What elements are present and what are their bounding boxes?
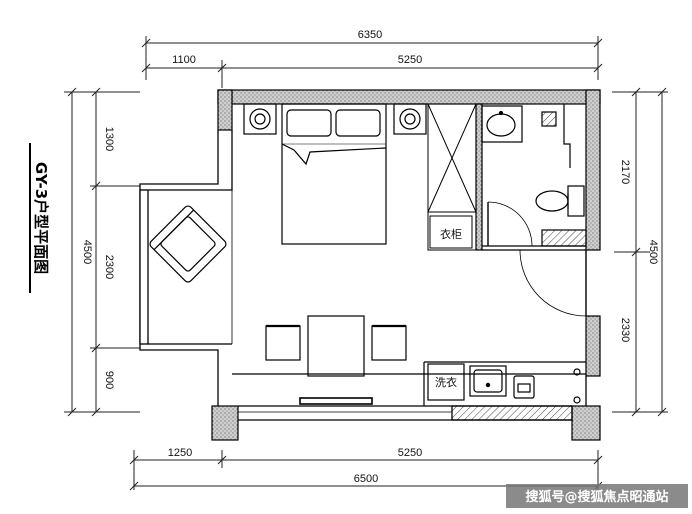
- dining-chair-right: [371, 325, 407, 361]
- bed: [281, 103, 387, 245]
- dining-table: [307, 315, 365, 377]
- dim-left-mid: 2300: [103, 255, 115, 279]
- left-dimensions: [64, 87, 140, 417]
- wall-top: [217, 89, 601, 105]
- top-dimensions: [141, 36, 603, 88]
- dim-top-left: 1100: [172, 54, 196, 66]
- bed-area: [243, 103, 427, 245]
- dim-top-right: 5250: [398, 54, 422, 66]
- dim-left-total: 4500: [81, 240, 93, 264]
- sink: [481, 105, 523, 143]
- dim-left-top: 1300: [103, 127, 115, 151]
- room-outline: [139, 130, 587, 421]
- dining-set: [265, 315, 407, 377]
- entrance-door: [519, 249, 587, 317]
- watermark: 搜狐号@搜狐焦点昭通站: [506, 484, 688, 508]
- wall-right-upper: [585, 89, 601, 251]
- armchair: [149, 205, 227, 283]
- dim-left-bottom: 900: [103, 371, 115, 389]
- dim-right-total: 4500: [647, 240, 659, 264]
- nightstand-right: [393, 103, 427, 135]
- wardrobe: [427, 103, 477, 251]
- toilet-icon: [535, 185, 585, 217]
- floor-drain-icon: [541, 111, 557, 127]
- dim-right-top: 2170: [619, 160, 631, 184]
- wall-bottom-right: [571, 405, 601, 441]
- dining-chair-left: [265, 325, 301, 361]
- bathroom: [475, 103, 587, 251]
- dim-bottom-total: 6500: [354, 473, 378, 485]
- wardrobe-label: 衣柜: [440, 227, 462, 241]
- watermark-text: 搜狐号@搜狐焦点昭通站: [525, 489, 668, 505]
- bathroom-partition-left: [475, 103, 483, 251]
- nightstand-left: [243, 103, 277, 135]
- washer: [427, 363, 465, 401]
- dim-bottom-right: 5250: [398, 447, 422, 459]
- right-dimensions: [612, 87, 668, 417]
- plan-title: GY-3户型平面图: [29, 143, 50, 293]
- kitchen-sink: [469, 365, 507, 397]
- dim-top-total: 6350: [358, 29, 382, 41]
- kitchen-counter: [232, 361, 586, 406]
- washer-label: 洗衣: [435, 375, 457, 389]
- plan-title-text: GY-3户型平面图: [32, 162, 50, 274]
- dim-bottom-left: 1250: [168, 447, 192, 459]
- wall-left-upper: [217, 89, 233, 131]
- dim-right-bottom: 2330: [619, 318, 631, 342]
- wall-right-lower: [585, 315, 601, 377]
- stove-icon: [513, 375, 535, 399]
- wall-bottom-left: [211, 405, 239, 441]
- walls: [211, 89, 601, 441]
